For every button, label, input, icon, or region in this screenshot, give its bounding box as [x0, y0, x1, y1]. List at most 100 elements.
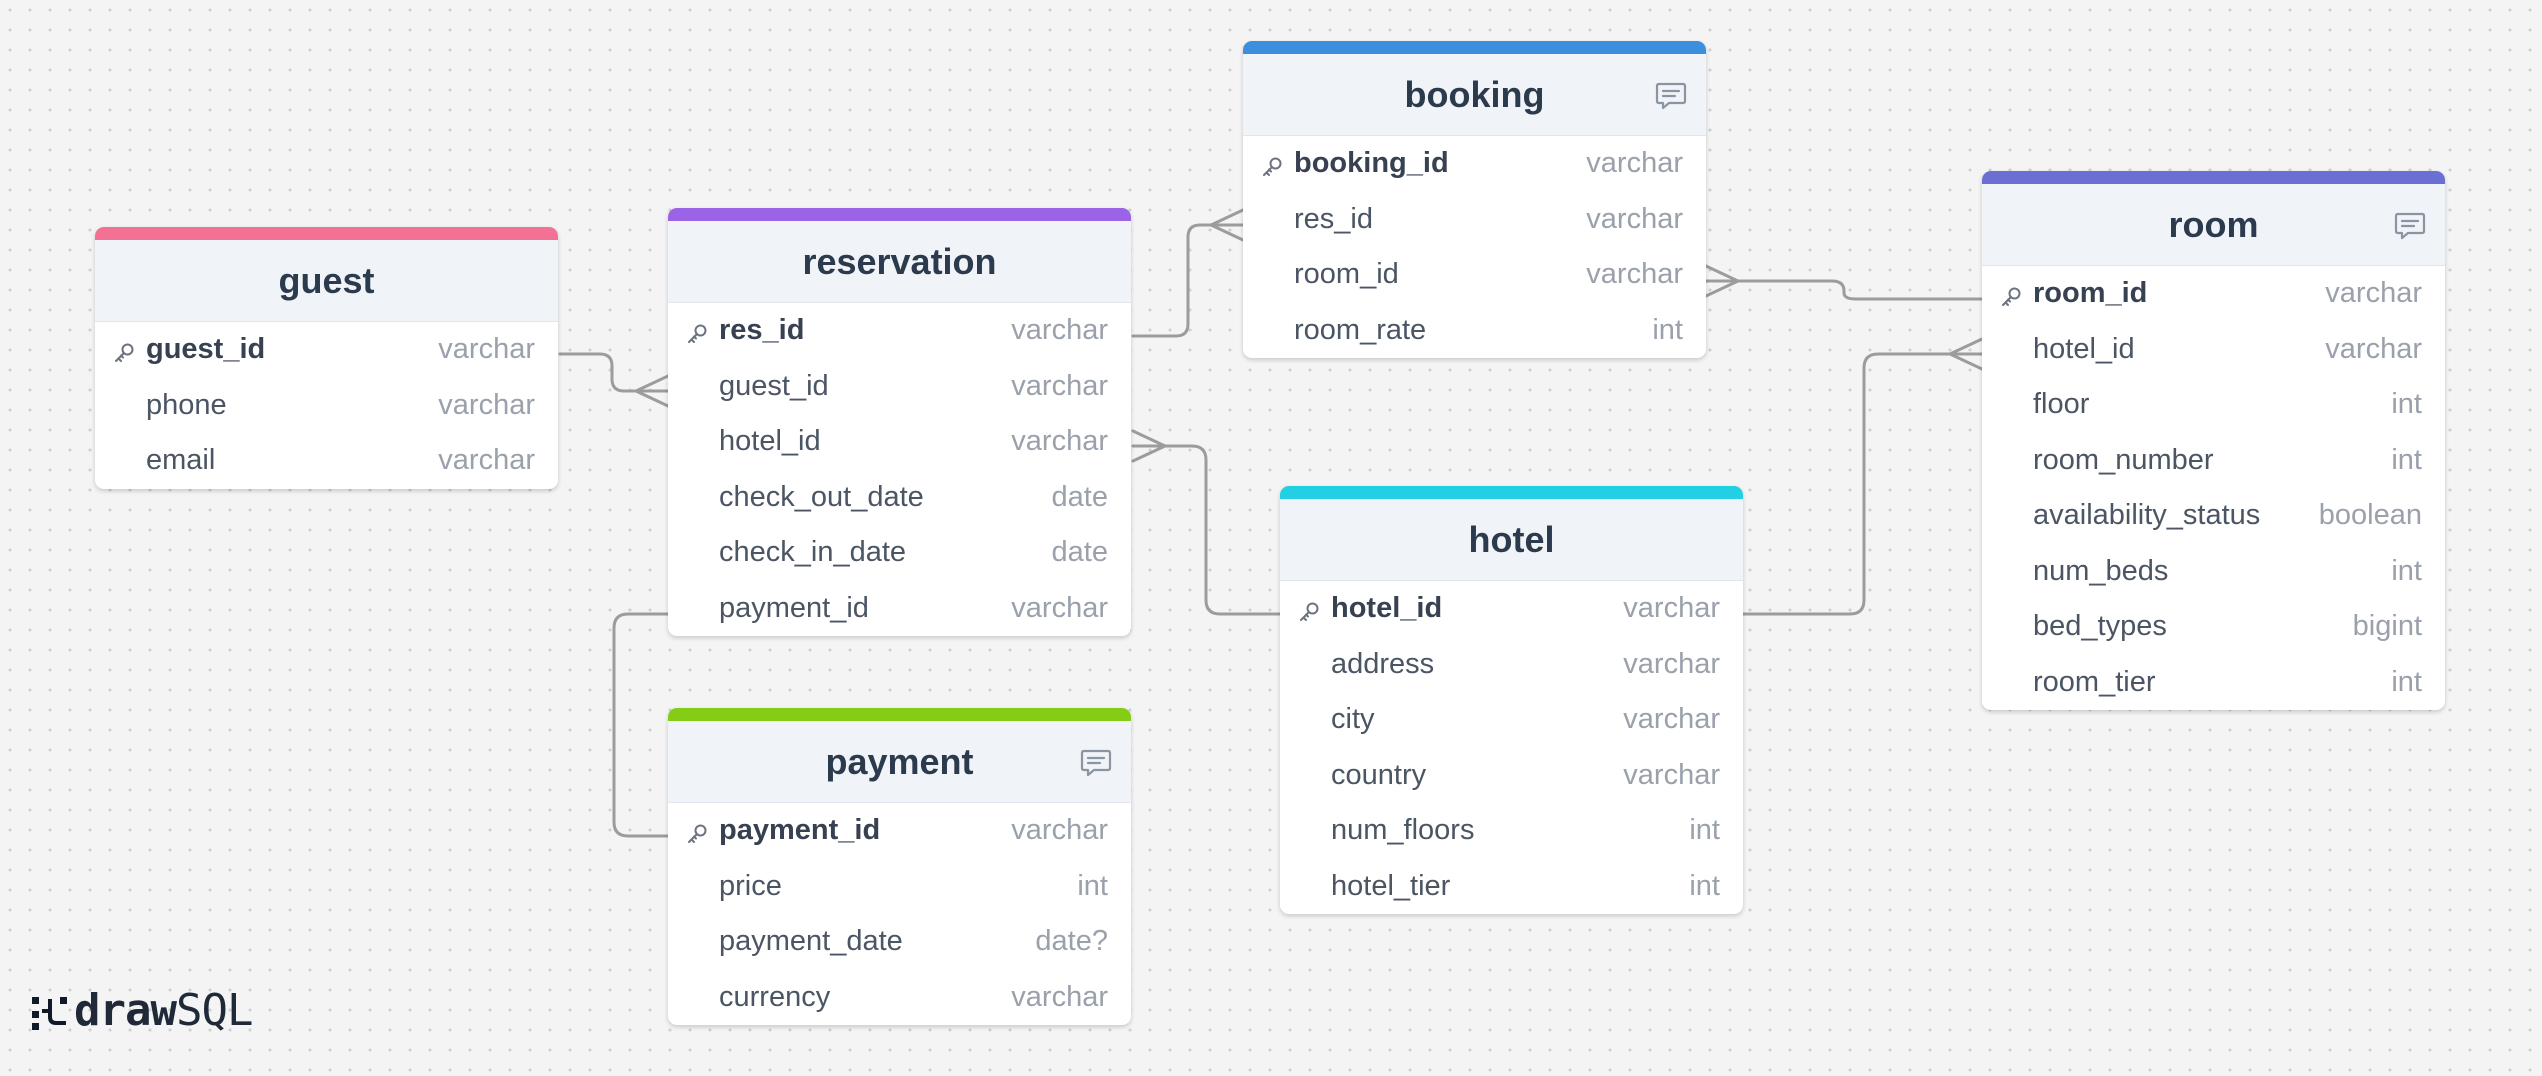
field-name: room_tier — [2033, 665, 2156, 698]
relation-hotel-reservation — [1131, 444, 1282, 616]
field-name: booking_id — [1294, 147, 1449, 180]
table-field-row[interactable]: floor int — [1982, 377, 2445, 433]
key-icon — [113, 339, 135, 362]
field-type: date? — [1035, 925, 1108, 958]
table-header[interactable]: guest — [95, 240, 558, 322]
table-header[interactable]: hotel — [1280, 499, 1743, 581]
table-header[interactable]: reservation — [668, 221, 1131, 303]
field-type: varchar — [1623, 592, 1720, 625]
field-name: city — [1331, 703, 1375, 736]
comment-icon[interactable] — [1079, 745, 1113, 779]
field-type: varchar — [438, 388, 535, 421]
drawsql-logo-icon — [32, 996, 67, 1030]
field-type: varchar — [1623, 647, 1720, 680]
crowfoot-booking-reservation — [1209, 208, 1245, 242]
field-type: bigint — [2352, 610, 2422, 643]
table-title: booking — [1404, 73, 1545, 115]
comment-icon[interactable] — [1654, 78, 1688, 112]
field-name: bed_types — [2033, 610, 2167, 643]
field-type: int — [1077, 869, 1108, 902]
field-name: check_out_date — [719, 480, 924, 513]
relation-payment-reservation — [612, 612, 670, 838]
field-name: payment_id — [719, 591, 869, 624]
crowfoot-room-hotel — [1948, 337, 1984, 371]
relation-reservation-booking — [1131, 223, 1245, 338]
field-name: res_id — [719, 314, 805, 347]
field-name: room_id — [2033, 277, 2148, 310]
crowfoot-reservation-hotel — [1131, 429, 1167, 463]
comment-icon[interactable] — [2393, 208, 2427, 242]
table-field-row[interactable]: payment_date date? — [668, 914, 1131, 970]
table-header[interactable]: booking — [1243, 54, 1706, 136]
table-title: payment — [825, 740, 974, 782]
key-icon — [686, 820, 708, 843]
field-type: int — [2391, 388, 2422, 421]
field-name: res_id — [1294, 202, 1373, 235]
field-name: floor — [2033, 388, 2090, 421]
crowfoot-booking-room — [1704, 264, 1740, 298]
table-field-row[interactable]: hotel_id varchar — [1280, 581, 1743, 637]
table-color-bar — [1280, 486, 1743, 499]
table-field-row[interactable]: email varchar — [95, 433, 558, 489]
table-field-row[interactable]: room_id varchar — [1982, 266, 2445, 322]
table-color-bar — [668, 208, 1131, 221]
field-name: payment_date — [719, 925, 903, 958]
field-name: email — [146, 444, 216, 477]
field-name: currency — [719, 980, 831, 1013]
field-type: int — [2391, 443, 2422, 476]
field-name: check_in_date — [719, 536, 907, 569]
table-field-row[interactable]: booking_id varchar — [1243, 136, 1706, 192]
key-icon — [1261, 153, 1283, 176]
field-name: address — [1331, 647, 1435, 680]
table-color-bar — [95, 227, 558, 240]
table-field-row[interactable]: bed_types bigint — [1982, 599, 2445, 655]
field-name: hotel_id — [1331, 592, 1443, 625]
drawsql-logo: drawSQL — [30, 985, 253, 1036]
field-type: int — [1689, 814, 1720, 847]
table-title: hotel — [1468, 518, 1555, 560]
table-title: guest — [278, 259, 375, 301]
field-type: int — [1652, 313, 1683, 346]
table-color-bar — [668, 708, 1131, 721]
key-icon — [2000, 283, 2022, 306]
field-type: varchar — [1586, 147, 1683, 180]
table-field-row[interactable]: address varchar — [1280, 637, 1743, 693]
field-type: int — [1689, 869, 1720, 902]
field-name: guest_id — [719, 369, 829, 402]
field-type: varchar — [2325, 277, 2422, 310]
field-type: varchar — [438, 444, 535, 477]
table-header[interactable]: room — [1982, 184, 2445, 266]
field-name: num_beds — [2033, 554, 2169, 587]
table-header[interactable]: payment — [668, 721, 1131, 803]
field-type: varchar — [1011, 425, 1108, 458]
